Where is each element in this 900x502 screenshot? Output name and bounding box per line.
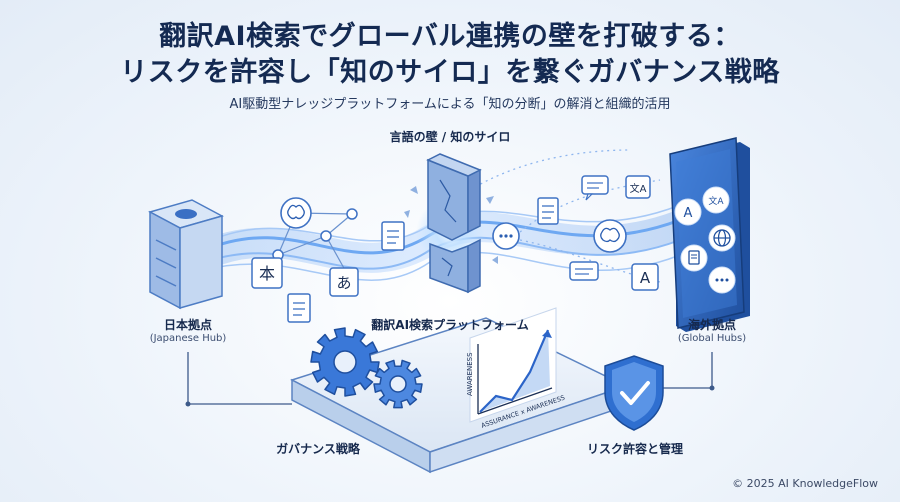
document-icon	[381, 221, 405, 251]
document-icon	[287, 293, 311, 323]
chat-bubble-icon	[708, 266, 736, 294]
japan-hub-sublabel: (Japanese Hub)	[149, 333, 227, 344]
japanese-char-card: 本	[251, 257, 283, 289]
chat-message-icon	[581, 175, 609, 201]
subtitle: AI駆動型ナレッジプラットフォームによる「知の分断」の解消と組織的活用	[229, 97, 671, 112]
connector-dot	[185, 401, 191, 407]
gear-icon	[310, 327, 380, 397]
letter-card-icon: A	[631, 263, 659, 291]
connector-dot	[709, 385, 715, 391]
translate-icon: 文A	[625, 175, 651, 199]
japanese-char: 本	[259, 264, 275, 283]
network-node	[320, 230, 332, 242]
dotted-flow-lines	[469, 149, 661, 283]
hiragana-char: あ	[336, 274, 351, 292]
gear-hole	[333, 350, 357, 374]
globe-icon	[708, 224, 736, 252]
risk-label: リスク許容と管理	[586, 442, 683, 456]
letter-a-icon: A	[674, 198, 702, 226]
title-line-2: リスクを許容し「知のサイロ」を繋ぐガバナンス戦略	[120, 57, 780, 88]
translate-glyph: 文A	[630, 182, 647, 195]
japan-hub-server	[148, 199, 224, 310]
brain-icon	[593, 219, 627, 253]
gear-hole	[389, 375, 407, 393]
global-hub-sublabel: (Global Hubs)	[677, 333, 747, 344]
japan-hub-label: 日本拠点	[163, 318, 212, 332]
translate-icon: 文A	[702, 186, 730, 214]
letter-a: A	[684, 206, 693, 221]
language-barrier-wall	[404, 153, 498, 294]
document-icon	[680, 244, 708, 272]
platform-label: 翻訳AI検索プラットフォーム	[371, 318, 529, 332]
gear-icon	[373, 359, 423, 409]
hiragana-char-card: あ	[329, 267, 359, 297]
governance-label: ガバナンス戦略	[276, 442, 360, 456]
title-line-1: 翻訳AI検索でグローバル連携の壁を打破する：	[159, 21, 741, 52]
document-icon	[537, 197, 559, 225]
copyright-text: © 2025 AI KnowledgeFlow	[732, 477, 878, 490]
chat-bubble-icon	[492, 222, 520, 250]
global-hub-label: 海外拠点	[687, 318, 736, 332]
shield-check-icon	[604, 355, 664, 431]
barrier-label: 言語の壁 / 知のサイロ	[389, 130, 511, 144]
translate-glyph: 文A	[708, 195, 724, 207]
letter-a: A	[640, 269, 651, 287]
chat-message-icon	[569, 261, 599, 281]
network-node	[346, 208, 358, 220]
brain-icon	[280, 197, 312, 229]
chart-y-label: AWARENESS	[466, 352, 474, 396]
